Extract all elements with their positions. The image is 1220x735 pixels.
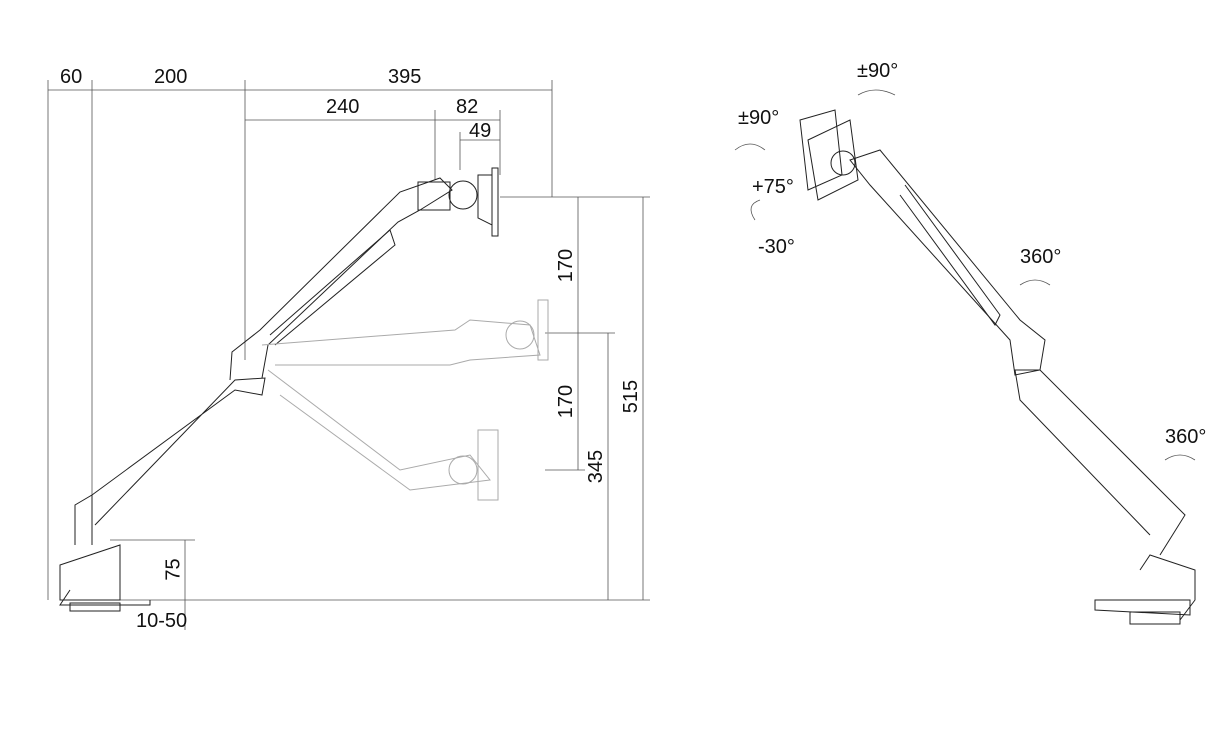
dim-82: 82 [456,96,479,118]
rotation-base: 360° [1165,426,1207,448]
desk-thickness: 10-50 [136,610,188,632]
dim-240: 240 [326,96,360,118]
rotation-tilt-top: ±90° [857,60,899,82]
dimension-lines [47,80,650,630]
rotation-swivel: ±90° [738,107,780,129]
dim-170-upper: 170 [555,248,578,283]
rotation-elbow: 360° [1020,246,1062,268]
dim-345: 345 [585,449,608,484]
tilt-up: +75° [752,176,794,198]
dim-515: 515 [620,379,643,414]
arm-perspective-view [734,89,1196,625]
dim-75: 75 [162,558,185,581]
arm-side-view [59,167,499,612]
dim-200: 200 [154,66,188,88]
dim-60: 60 [60,66,83,88]
dim-170-lower: 170 [555,384,578,419]
dim-395: 395 [388,66,422,88]
arm-ghost-positions [261,299,549,501]
dim-49: 49 [469,120,492,142]
tilt-down: -30° [758,236,795,258]
